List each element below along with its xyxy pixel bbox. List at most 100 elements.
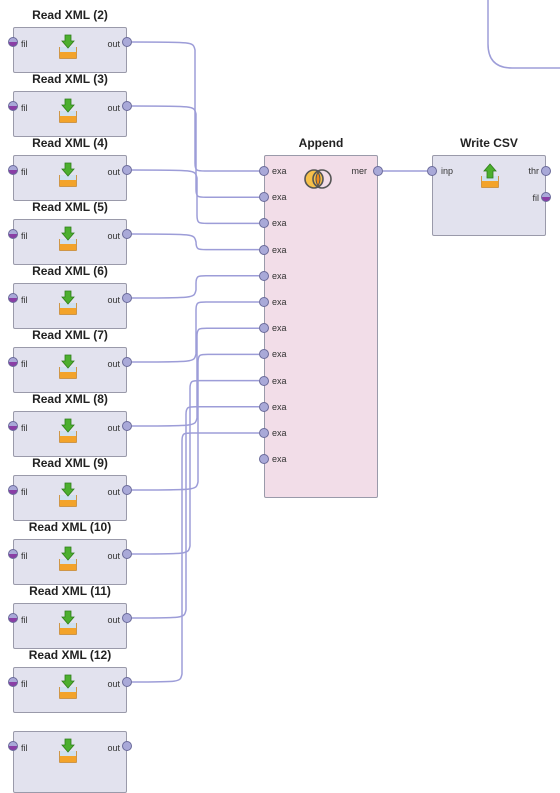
append-operator[interactable]: mer [264, 155, 378, 498]
append-input-label: exa [272, 349, 287, 360]
read-xml-operator[interactable]: fil out [13, 475, 127, 521]
append-input-port[interactable] [259, 454, 269, 465]
read-xml-output-port[interactable] [122, 37, 132, 47]
read-xml-input-port[interactable] [8, 37, 18, 47]
read-xml-input-port[interactable] [8, 357, 18, 367]
download-into-tray-icon [54, 673, 84, 701]
append-input-port[interactable] [259, 428, 269, 438]
read-xml-input-port[interactable] [8, 549, 18, 559]
write-csv-file-port[interactable] [541, 192, 551, 202]
append-input-port[interactable] [259, 166, 269, 176]
read-xml-input-label: fil [21, 743, 28, 753]
read-xml-title: Read XML (9) [32, 456, 108, 470]
connection-wire[interactable] [131, 432, 259, 683]
download-into-tray-icon [54, 609, 84, 637]
write-csv-input-port[interactable] [427, 166, 437, 176]
connection-wire[interactable] [131, 327, 259, 427]
venn-merge-icon [303, 166, 333, 194]
read-xml-input-label: fil [21, 39, 28, 49]
append-input-label: exa [272, 218, 287, 229]
read-xml-output-port[interactable] [122, 613, 132, 623]
connection-wire[interactable] [131, 301, 259, 363]
append-input-port[interactable] [259, 323, 269, 334]
read-xml-input-port[interactable] [8, 421, 18, 431]
read-xml-input-port[interactable] [8, 101, 18, 111]
read-xml-input-port[interactable] [8, 485, 18, 495]
append-input-port[interactable] [259, 401, 269, 412]
append-input-label: exa [272, 323, 287, 334]
download-into-tray-icon [54, 353, 84, 381]
connection-wire[interactable] [131, 41, 259, 172]
read-xml-input-port[interactable] [8, 165, 18, 175]
download-into-tray-icon [54, 417, 84, 445]
read-xml-output-label: out [107, 487, 120, 497]
write-csv-through-port[interactable] [541, 166, 551, 176]
read-xml-operator[interactable]: fil out [13, 283, 127, 329]
download-into-tray-icon [54, 289, 84, 317]
read-xml-input-port[interactable] [8, 677, 18, 687]
append-input-port[interactable] [259, 297, 269, 307]
read-xml-output-label: out [107, 295, 120, 305]
connection-wire[interactable] [131, 406, 259, 619]
read-xml-input-port[interactable] [8, 293, 18, 303]
write-csv-input-label: inp [441, 166, 454, 176]
read-xml-output-port[interactable] [122, 549, 132, 559]
read-xml-output-port[interactable] [122, 357, 132, 367]
append-input-port[interactable] [259, 375, 269, 386]
append-input-port[interactable] [259, 349, 269, 360]
read-xml-output-label: out [107, 551, 120, 561]
append-input-label: exa [272, 454, 287, 465]
read-xml-output-port[interactable] [122, 485, 132, 495]
connection-wire[interactable] [131, 353, 259, 491]
read-xml-title: Read XML (11) [29, 584, 111, 598]
write-csv-operator[interactable]: inp thr fil [432, 155, 546, 236]
read-xml-operator[interactable]: fil out [13, 603, 127, 649]
read-xml-output-port[interactable] [122, 229, 132, 239]
upload-from-tray-icon [473, 162, 503, 190]
read-xml-input-port[interactable] [8, 741, 18, 751]
append-input-port[interactable] [259, 192, 269, 203]
append-input-port[interactable] [259, 270, 269, 281]
append-input-label: exa [272, 375, 287, 386]
read-xml-title: Read XML (3) [32, 72, 108, 86]
read-xml-output-port[interactable] [122, 741, 132, 751]
read-xml-output-port[interactable] [122, 101, 132, 111]
read-xml-input-label: fil [21, 167, 28, 177]
append-input-port[interactable] [259, 218, 269, 229]
read-xml-input-label: fil [21, 295, 28, 305]
read-xml-output-port[interactable] [122, 677, 132, 687]
read-xml-output-label: out [107, 615, 120, 625]
read-xml-output-port[interactable] [122, 293, 132, 303]
append-input-label: exa [272, 401, 287, 412]
read-xml-title: Read XML (5) [32, 200, 108, 214]
download-into-tray-icon [54, 97, 84, 125]
read-xml-input-port[interactable] [8, 613, 18, 623]
read-xml-output-port[interactable] [122, 421, 132, 431]
read-xml-input-label: fil [21, 615, 28, 625]
connection-wire[interactable] [131, 169, 259, 225]
connection-wire[interactable] [131, 105, 259, 198]
read-xml-input-port[interactable] [8, 229, 18, 239]
connection-wire[interactable] [131, 233, 259, 251]
read-xml-output-label: out [107, 231, 120, 241]
append-output-port[interactable] [373, 166, 383, 176]
read-xml-title: Read XML (7) [32, 328, 108, 342]
read-xml-output-port[interactable] [122, 165, 132, 175]
append-title: Append [298, 136, 344, 150]
write-csv-output-label-2: fil [532, 193, 540, 203]
connection-wire[interactable] [131, 379, 259, 555]
read-xml-input-label: fil [21, 487, 28, 497]
download-into-tray-icon [54, 33, 84, 61]
connection-wire[interactable] [131, 275, 259, 299]
read-xml-title: Read XML (6) [32, 264, 108, 278]
append-input-port[interactable] [259, 244, 269, 255]
